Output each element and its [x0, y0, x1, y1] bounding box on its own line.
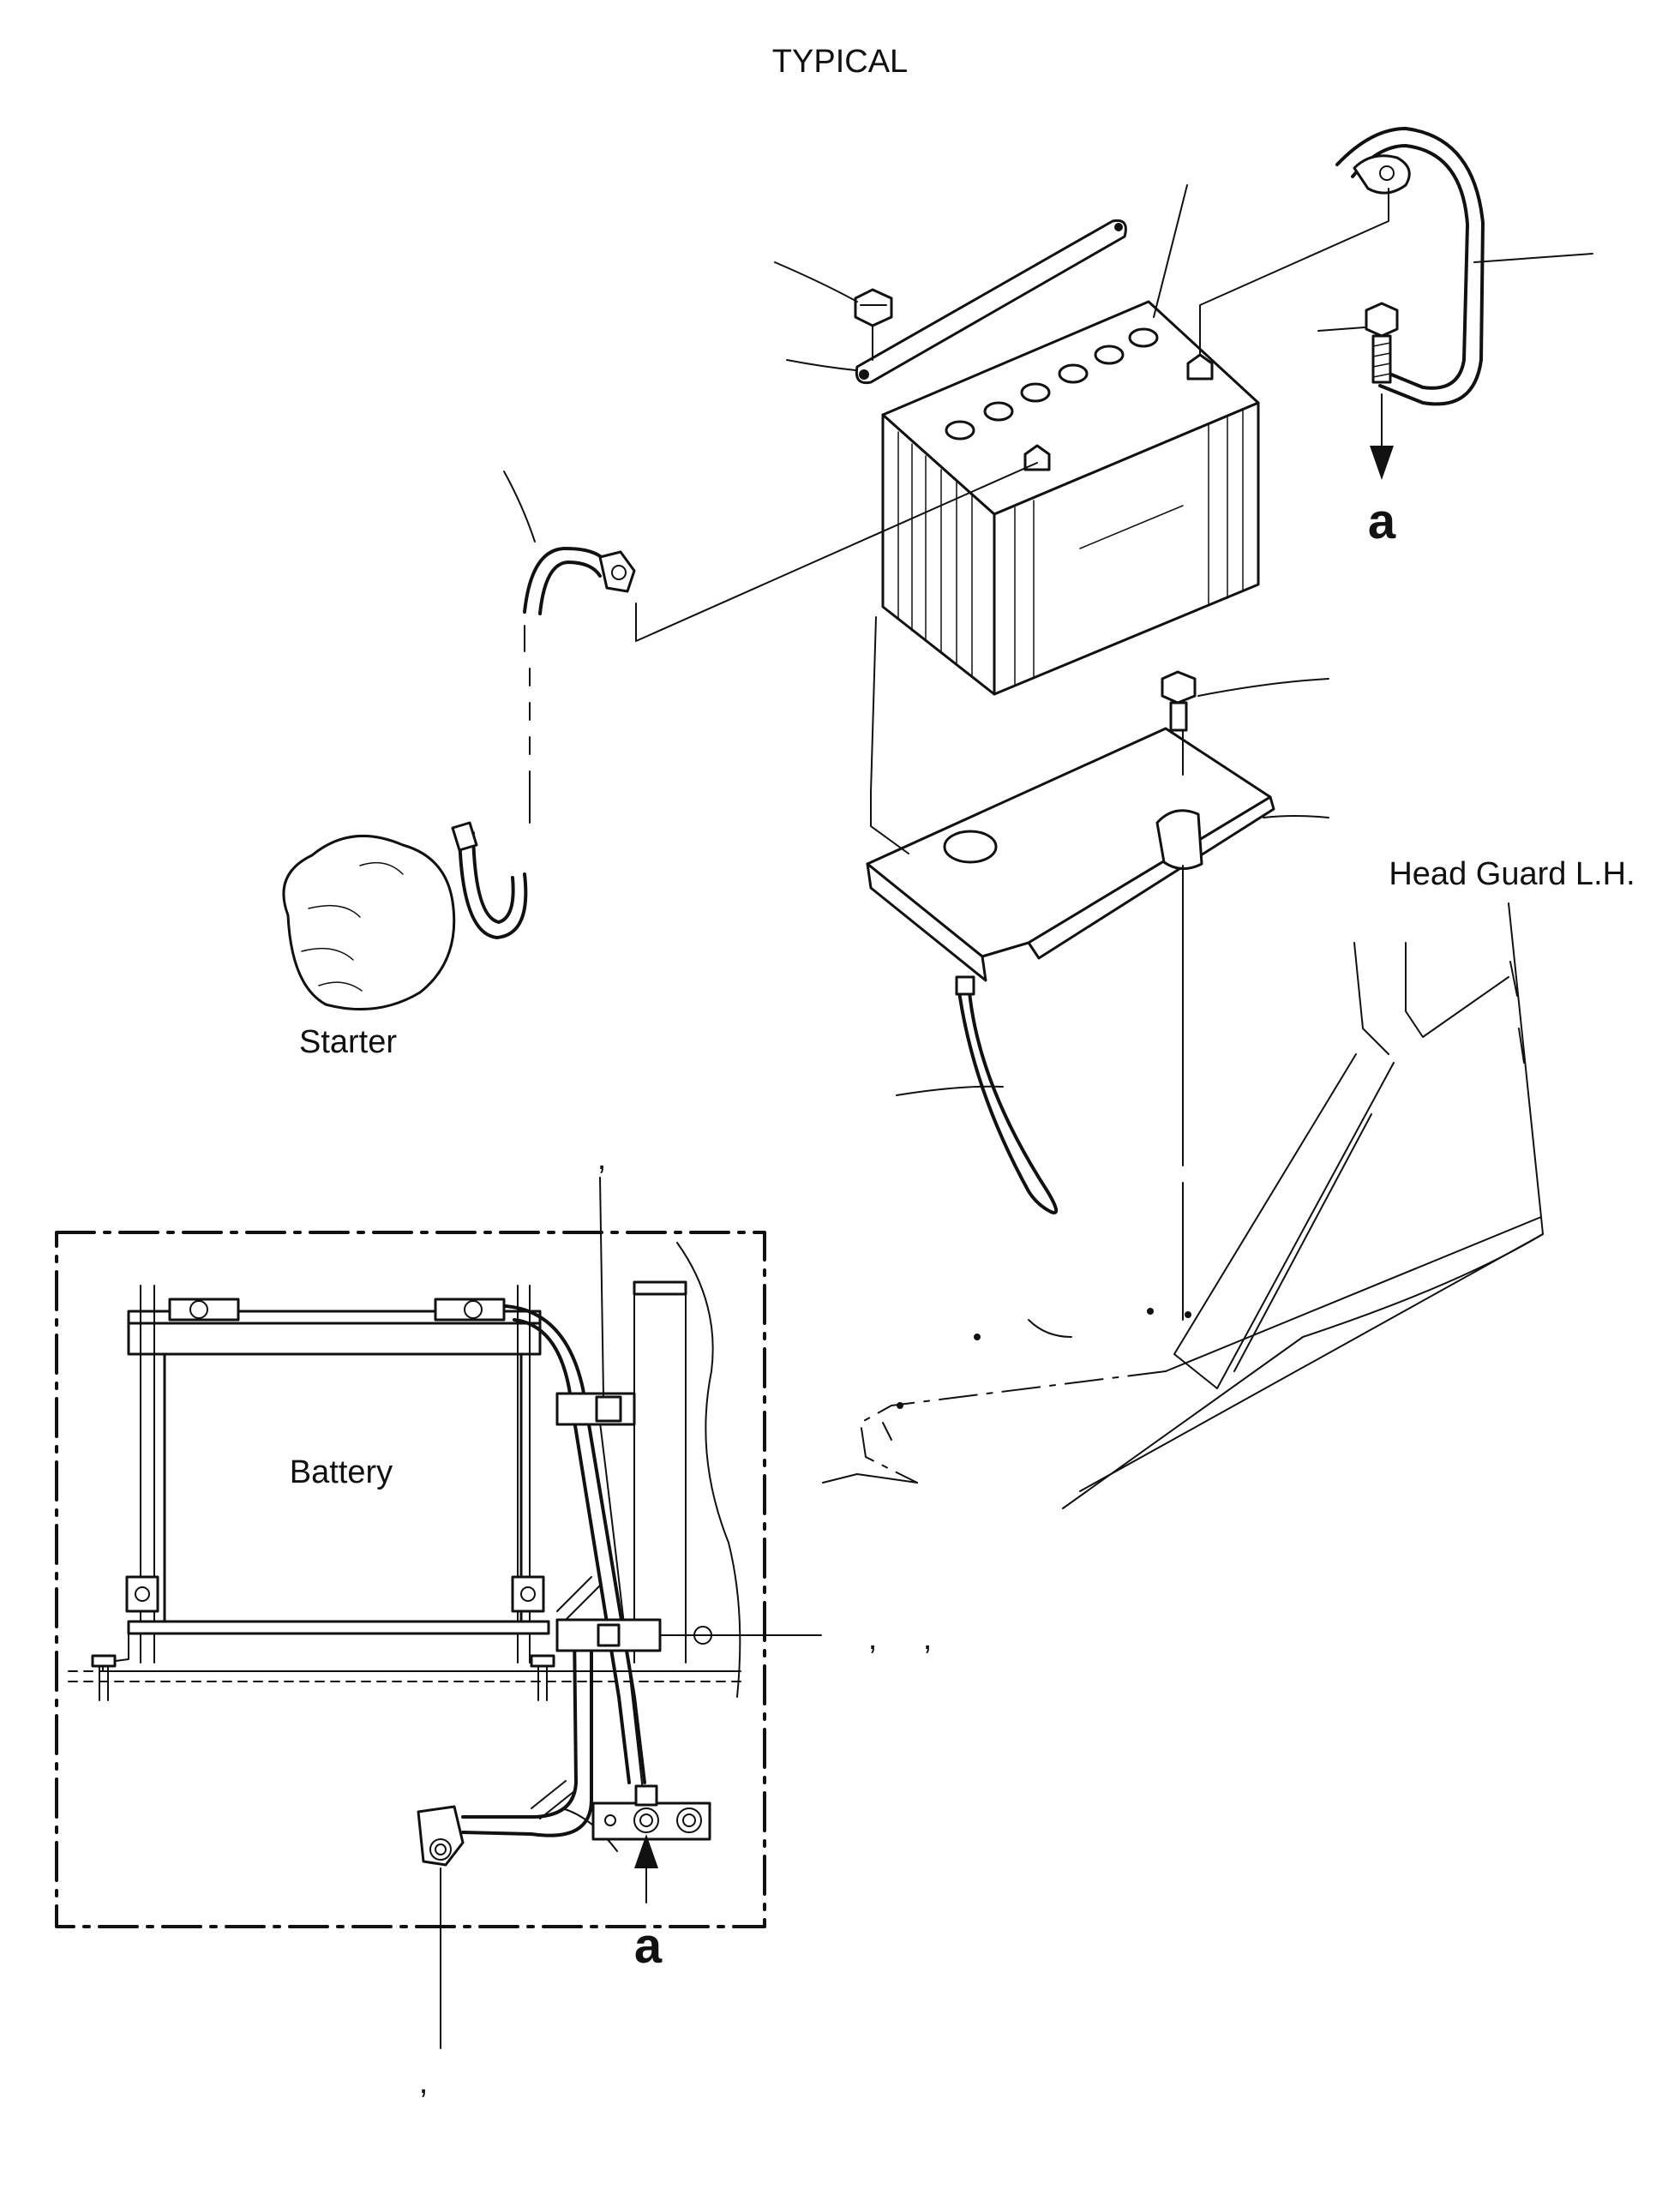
battery-tray [866, 616, 1275, 982]
detail-clamp-lower [555, 1618, 822, 1652]
head-guard [822, 902, 1544, 1509]
detail-terminal-block [591, 1784, 711, 1841]
arrow-a-bottom-label: a [634, 1918, 663, 1974]
tray-bolt [1161, 670, 1197, 732]
hold-down-strap [855, 219, 1127, 385]
arrow-a-top: a [1368, 393, 1396, 549]
detail-frame-post [633, 1242, 741, 1698]
diagram-header: TYPICAL [772, 44, 908, 80]
detail-battery [68, 1285, 743, 1701]
mark-2: , [868, 1621, 878, 1657]
positive-cable [1199, 127, 1485, 406]
leader-strap [786, 359, 856, 371]
strap-nut [854, 288, 893, 361]
leader-terminal-bolt [1317, 327, 1365, 332]
arrow-a-bottom: a [634, 1834, 663, 1974]
mark-1: , [597, 1141, 607, 1177]
leader-tray-bolt [1197, 678, 1329, 697]
detail-tie-strap-lower [531, 1780, 575, 1819]
leader-positive-cable [1473, 253, 1593, 263]
leader-battery [1153, 184, 1188, 318]
ground-strap [955, 975, 1058, 1214]
leader-strap-nut [774, 261, 858, 303]
leader-tray [1263, 815, 1329, 818]
cable-path-line [1199, 188, 1389, 356]
detail-cables [461, 1304, 646, 1852]
leader-clamp-upper [599, 1177, 604, 1396]
mark-3: , [923, 1621, 933, 1657]
starter-motor [282, 821, 528, 1011]
negative-cable [523, 462, 1038, 824]
leader-ground-strap [896, 1085, 1004, 1096]
detail-clamp-upper [555, 1392, 636, 1426]
detail-battery-label: Battery [290, 1454, 393, 1490]
leader-negative-cable [503, 471, 536, 543]
detail-inset-frame [55, 1231, 766, 1928]
battery-exploded [881, 300, 1260, 696]
detail-ground-lug [417, 1805, 465, 1867]
detail-tie-strap-upper [556, 1576, 601, 1621]
head-guard-label: Head Guard L.H. [1389, 856, 1635, 892]
mark-4: , [419, 2065, 429, 2101]
terminal-bolt [1365, 302, 1399, 384]
starter-label: Starter [299, 1024, 397, 1060]
arrow-a-top-label: a [1368, 494, 1396, 549]
